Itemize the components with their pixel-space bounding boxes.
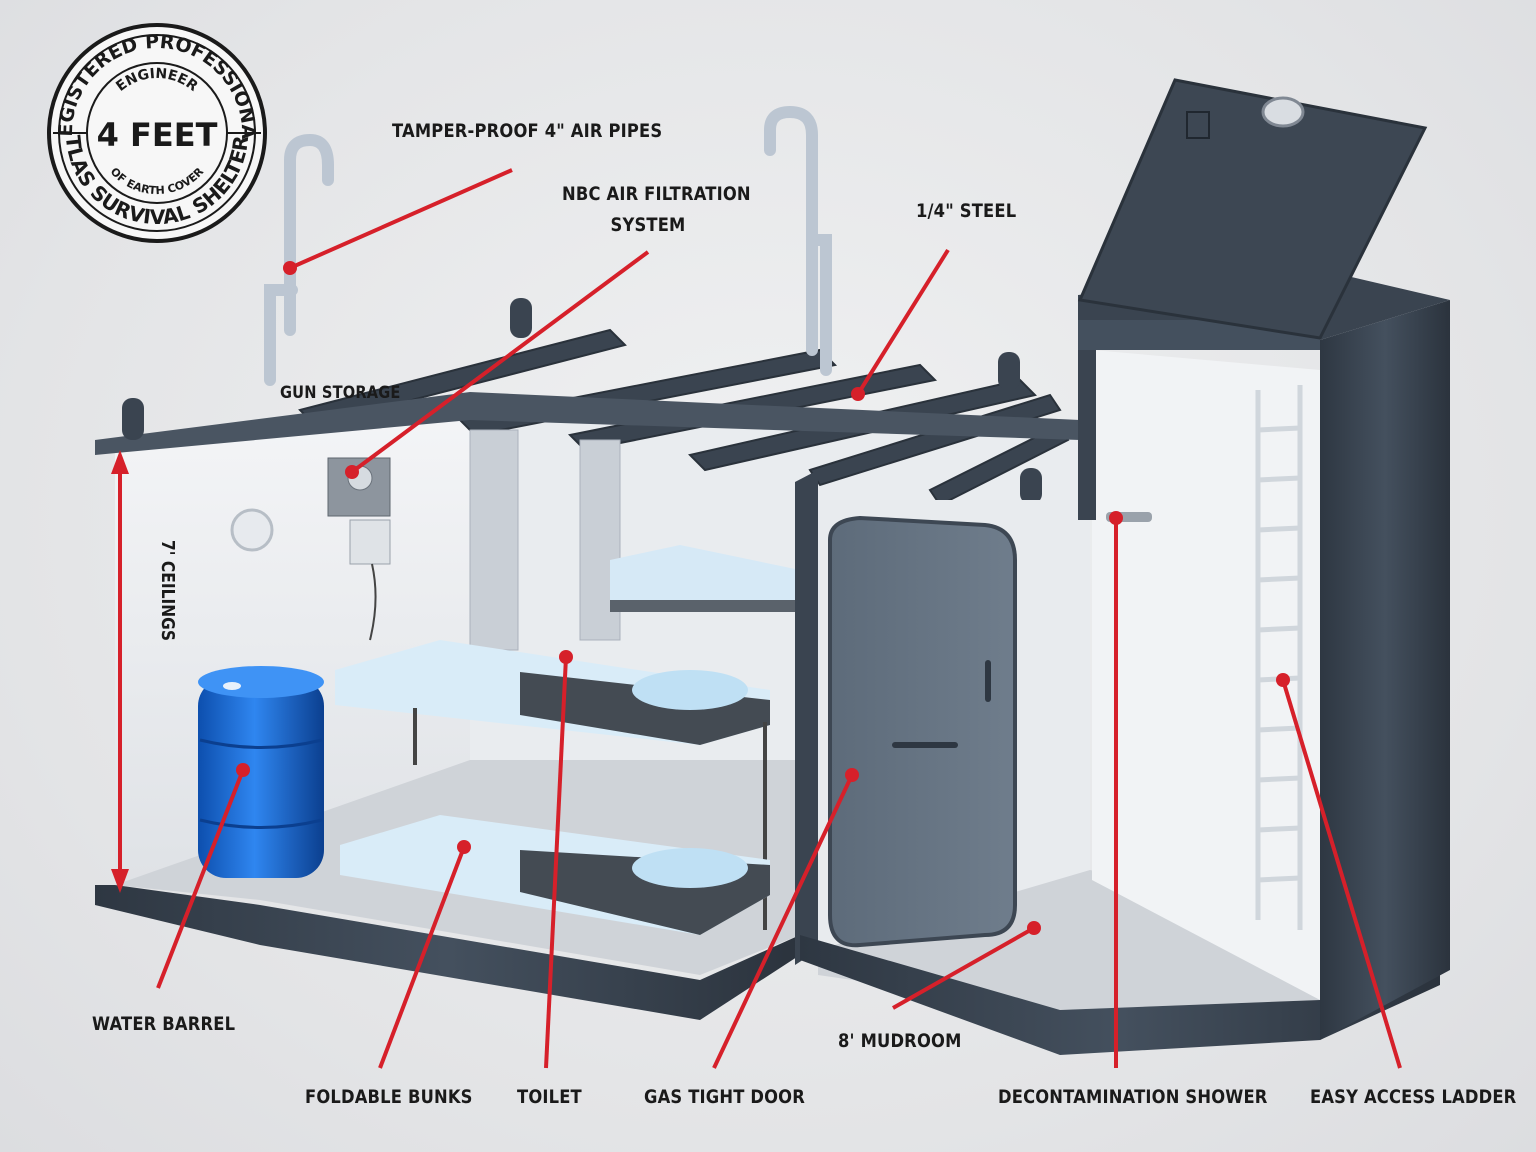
label-water-barrel: WATER BARREL [92,1013,236,1035]
lifting-lugs [122,298,1042,504]
hatch-latch [1186,111,1210,139]
leader-lines [156,168,1402,1069]
porthole [230,508,274,552]
badge-center: 4 FEET [97,116,218,154]
roof-plate [95,392,1080,455]
label-gas-tight-door: GAS TIGHT DOOR [644,1086,806,1108]
main-base [95,885,800,1020]
curtains [469,429,621,651]
hatch-tower-front-left [1078,320,1096,520]
hatch-tower-right-wall [1320,300,1450,1040]
ceiling-height-arrow [111,450,129,893]
leader-dots [236,261,1290,935]
label-decontamination-shower: DECONTAMINATION SHOWER [998,1086,1268,1108]
mudroom-frame [795,470,818,965]
label-mudroom: 8' MUDROOM [838,1030,962,1052]
label-steel: 1/4" STEEL [916,200,1017,222]
label-ceilings: 7' CEILINGS [157,540,178,642]
mudroom-base [800,935,1440,1055]
upper-bunk-rear [610,545,800,612]
label-foldable-bunks: FOLDABLE BUNKS [305,1086,473,1108]
ladder [1255,385,1303,930]
gas-tight-door [828,515,1017,948]
hatch-wheel [1261,96,1305,128]
air-pipes [264,105,832,386]
hatch-lid [1077,78,1428,340]
label-nbc-line2: SYSTEM [610,213,686,236]
label-toilet: TOILET [517,1086,582,1108]
label-easy-access-ladder: EASY ACCESS LADDER [1310,1086,1517,1108]
label-air-pipes: TAMPER-PROOF 4" AIR PIPES [392,120,663,142]
label-nbc-air-filtration: NBC AIR FILTRATION SYSTEM [562,183,751,238]
label-gun-storage: GUN STORAGE [280,383,401,403]
middle-bunk [335,640,770,930]
label-nbc-line1: NBC AIR FILTRATION [562,183,751,205]
water-barrel [198,666,324,878]
